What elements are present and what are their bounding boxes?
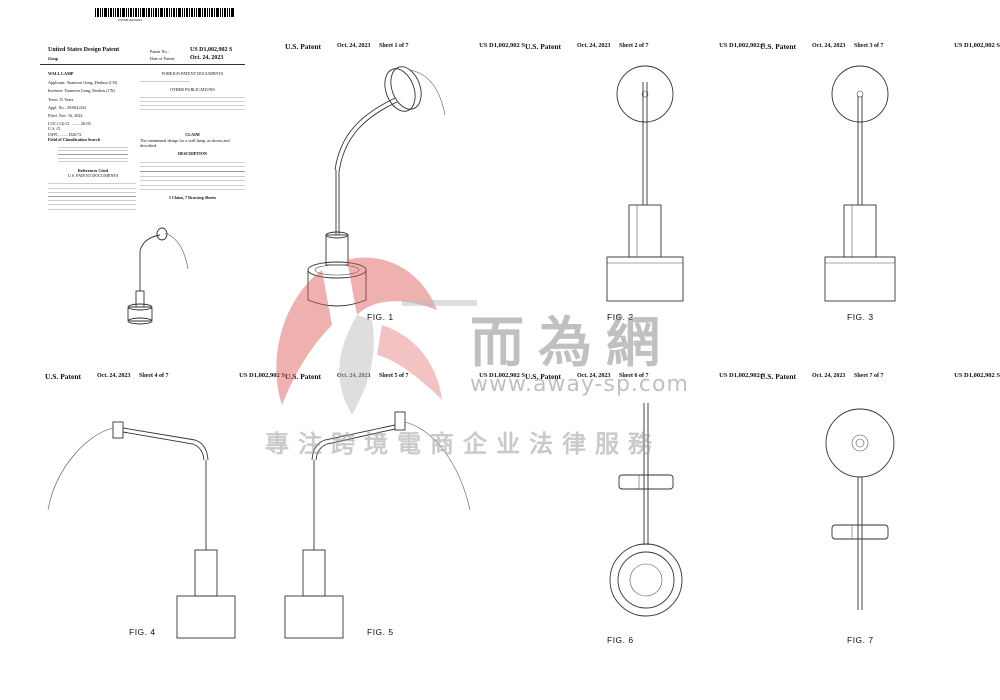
- fig3-drawing: [824, 65, 896, 302]
- sheet-date: Oct. 24, 2023: [97, 373, 131, 379]
- right-column: FOREIGN PATENT DOCUMENTS OTHER PUBLICATI…: [140, 71, 245, 200]
- uspc: USPC ........ D26/72: [48, 131, 82, 137]
- sheet-patent-number: US D1,002,902 S: [954, 372, 1000, 379]
- refs-lines: [48, 180, 136, 211]
- refs-sub: U.S. PATENT DOCUMENTS: [67, 173, 119, 179]
- sheet-label: U.S. Patent: [525, 372, 562, 381]
- term: Term: 15 Years: [48, 96, 74, 102]
- country-title: United States Design Patent: [48, 47, 120, 53]
- applicant: Applicant: Yuanwen Gong, Dezhou (CN): [48, 80, 118, 86]
- foreign-lines: [140, 78, 190, 85]
- sheet-number: Sheet 1 of 7: [379, 43, 409, 49]
- front-page: US00D1002902S United States Design Paten…: [40, 8, 245, 338]
- sheet-date: Oct. 24, 2023: [812, 43, 846, 49]
- sheet-header: U.S. Patent Oct. 24, 2023 Sheet 1 of 7 U…: [285, 40, 525, 54]
- sheet-number: Sheet 3 of 7: [854, 43, 884, 49]
- patent-no-label: Patent No.:: [150, 49, 169, 54]
- inventor-short: Gong: [48, 56, 58, 61]
- front-page-drawing: [127, 227, 189, 325]
- patent-number: US D1,002,902 S: [190, 47, 233, 53]
- sheet-5: U.S. Patent Oct. 24, 2023 Sheet 5 of 7 U…: [284, 370, 525, 700]
- fig-label: FIG. 4: [129, 627, 156, 637]
- sheet-header: U.S. Patent Oct. 24, 2023 Sheet 4 of 7 U…: [45, 370, 285, 384]
- description-lines: [140, 158, 245, 193]
- fig7-drawing: [825, 408, 895, 610]
- loc-class: LOC (14) Cl. ........ 26-05: [48, 121, 91, 127]
- field-search: Field of Classification Search: [48, 136, 101, 142]
- sheet-patent-number: US D1,002,902 S: [479, 372, 525, 379]
- sheet-header: U.S. Patent Oct. 24, 2023 Sheet 6 of 7 U…: [525, 370, 765, 384]
- sheet-date: Oct. 24, 2023: [337, 43, 371, 49]
- claim-heading: CLAIM: [185, 132, 200, 138]
- watermark-brand: 而為網: [470, 311, 674, 374]
- sheet-4: U.S. Patent Oct. 24, 2023 Sheet 4 of 7 U…: [45, 370, 285, 700]
- fig6-drawing: [609, 403, 683, 617]
- sheet-7: U.S. Patent Oct. 24, 2023 Sheet 7 of 7 U…: [760, 370, 1000, 700]
- patent-date: Oct. 24, 2023: [190, 55, 224, 61]
- sheet-number: Sheet 6 of 7: [619, 373, 649, 379]
- refs-cited: References Cited: [77, 168, 109, 174]
- sheet-2: U.S. Patent Oct. 24, 2023 Sheet 2 of 7 U…: [525, 40, 765, 370]
- sheet-number: Sheet 7 of 7: [854, 373, 884, 379]
- sheet-patent-number: US D1,002,902 S: [479, 42, 525, 49]
- fig-label: FIG. 5: [367, 627, 394, 637]
- watermark-url: www.away-sp.com: [470, 372, 689, 397]
- sheet-date: Oct. 24, 2023: [577, 373, 611, 379]
- sheet-label: U.S. Patent: [760, 372, 797, 381]
- claims-sheets: 1 Claim, 7 Drawing Sheets: [168, 195, 217, 201]
- fig2-drawing: [606, 65, 684, 302]
- barcode-graphic: [95, 8, 234, 17]
- other-lines: [140, 94, 245, 113]
- sheet-label: U.S. Patent: [760, 42, 797, 51]
- sheet-date: Oct. 24, 2023: [577, 43, 611, 49]
- left-column: WALL LAMP Applicant: Yuanwen Gong, Dezho…: [48, 71, 138, 211]
- sheet-patent-number: US D1,002,902 S: [719, 42, 765, 49]
- fig5-drawing: [284, 411, 471, 639]
- fig4-drawing: [47, 421, 236, 639]
- fig-label: FIG. 1: [367, 312, 394, 322]
- sheet-date: Oct. 24, 2023: [812, 373, 846, 379]
- field-search-lines: [58, 144, 128, 165]
- barcode: [40, 8, 245, 20]
- sheet-label: U.S. Patent: [525, 42, 562, 51]
- sheet-number: Sheet 5 of 7: [379, 373, 409, 379]
- us-class: U.S. Cl.: [48, 126, 62, 132]
- fig-label: FIG. 2: [607, 312, 634, 322]
- fig-label: FIG. 3: [847, 312, 874, 322]
- sheet-label: U.S. Patent: [285, 42, 322, 51]
- description-heading: DESCRIPTION: [177, 151, 208, 157]
- sheet-header: U.S. Patent Oct. 24, 2023 Sheet 3 of 7 U…: [760, 40, 1000, 54]
- sheet-label: U.S. Patent: [45, 372, 82, 381]
- sheet-6: U.S. Patent Oct. 24, 2023 Sheet 6 of 7 U…: [525, 370, 765, 700]
- other-pubs: OTHER PUBLICATIONS: [170, 87, 215, 93]
- divider: [40, 64, 245, 65]
- fig-label: FIG. 6: [607, 635, 634, 645]
- claim-text: The ornamental design for a wall lamp, a…: [140, 137, 230, 148]
- sheet-patent-number: US D1,002,902 S: [719, 372, 765, 379]
- sheet-3: U.S. Patent Oct. 24, 2023 Sheet 3 of 7 U…: [760, 40, 1000, 370]
- watermark-slogan: 專注跨境電商企业法律服務: [265, 430, 661, 458]
- sheet-number: Sheet 2 of 7: [619, 43, 649, 49]
- sheet-label: U.S. Patent: [285, 372, 322, 381]
- barcode-text: US00D1002902S: [117, 18, 143, 22]
- fig1-drawing: [307, 66, 446, 307]
- sheet-header: U.S. Patent Oct. 24, 2023 Sheet 2 of 7 U…: [525, 40, 765, 54]
- sheet-number: Sheet 4 of 7: [139, 373, 169, 379]
- sheet-1: U.S. Patent Oct. 24, 2023 Sheet 1 of 7 U…: [285, 40, 525, 370]
- appl-no: Appl. No.: 29/864,044: [48, 104, 86, 110]
- foreign-docs: FOREIGN PATENT DOCUMENTS: [161, 71, 224, 76]
- date-label: Date of Patent:: [150, 56, 176, 61]
- inventor: Inventor: Yuanwen Gong, Dezhou (CN): [48, 88, 115, 94]
- filed: Filed: Nov. 16, 2022: [48, 113, 83, 119]
- sheet-patent-number: US D1,002,902 S: [954, 42, 1000, 49]
- sheet-patent-number: US D1,002,902 S: [239, 372, 285, 379]
- design-title: WALL LAMP: [48, 71, 74, 76]
- sheet-date: Oct. 24, 2023: [337, 373, 371, 379]
- sheet-header: U.S. Patent Oct. 24, 2023 Sheet 7 of 7 U…: [760, 370, 1000, 384]
- fig-label: FIG. 7: [847, 635, 874, 645]
